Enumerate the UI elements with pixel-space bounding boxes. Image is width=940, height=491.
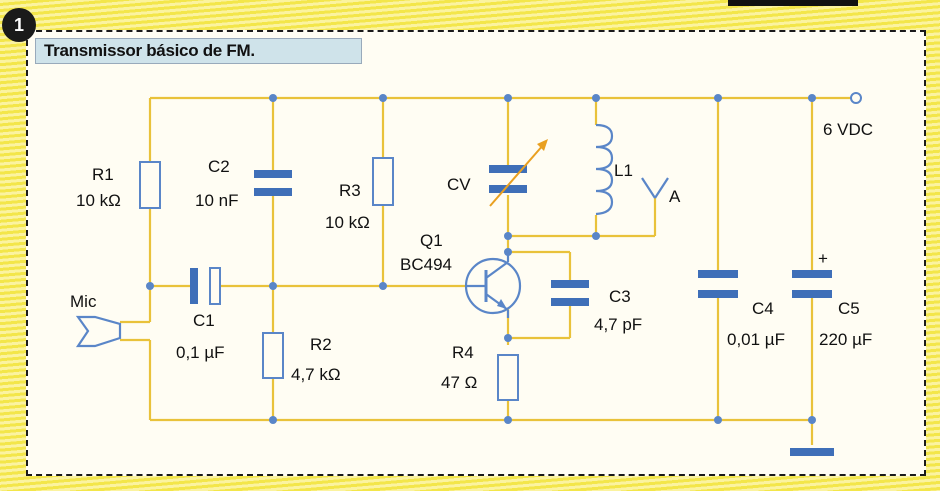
c5-plate-bottom — [792, 290, 832, 298]
title-box — [35, 38, 362, 64]
figure-title: Transmissor básico de FM. — [44, 41, 255, 60]
q1-value: BC494 — [400, 255, 452, 274]
c1-value: 0,1 µF — [176, 343, 225, 362]
r1-resistor — [139, 161, 161, 209]
c4-plate-bottom — [698, 290, 738, 298]
mic-symbol — [75, 315, 122, 348]
antenna-symbol — [641, 177, 669, 199]
c1-plate-left — [190, 268, 198, 304]
wires — [120, 96, 852, 445]
c1-label: C1 — [193, 311, 215, 330]
q1-transistor — [464, 252, 522, 318]
r2-resistor — [262, 332, 284, 379]
c3-plate-top — [551, 280, 589, 288]
c4-value: 0,01 µF — [727, 330, 785, 349]
cv-label: CV — [447, 175, 471, 194]
c4-label: C4 — [752, 299, 774, 318]
c3-plate-bottom — [551, 298, 589, 306]
c4-plate-top — [698, 270, 738, 278]
r2-label: R2 — [310, 335, 332, 354]
c5-polarity: + — [818, 249, 828, 268]
figure-number-badge: 1 — [2, 8, 36, 42]
antenna-label: A — [669, 187, 681, 206]
c2-label: C2 — [208, 157, 230, 176]
l1-label: L1 — [614, 161, 633, 180]
ground-symbol — [790, 448, 834, 456]
c3-label: C3 — [609, 287, 631, 306]
c2-plate-bottom — [254, 188, 292, 196]
cv-variable-capacitor — [489, 139, 548, 207]
top-decoration-bar — [728, 0, 858, 6]
r3-value: 10 kΩ — [325, 213, 370, 232]
c5-value: 220 µF — [819, 330, 872, 349]
l1-inductor — [595, 123, 614, 216]
c3-value: 4,7 pF — [594, 315, 642, 334]
c2-value: 10 nF — [195, 191, 238, 210]
supply-label: 6 VDC — [823, 120, 873, 139]
r3-label: R3 — [339, 181, 361, 200]
r1-value: 10 kΩ — [76, 191, 121, 210]
c2-plate-top — [254, 170, 292, 178]
supply-terminal — [850, 92, 862, 104]
c1-plate-right — [209, 267, 221, 305]
r2-value: 4,7 kΩ — [291, 365, 341, 384]
q1-label: Q1 — [420, 231, 443, 250]
r4-label: R4 — [452, 343, 474, 362]
c5-label: C5 — [838, 299, 860, 318]
diagram-frame — [26, 30, 926, 476]
r4-resistor — [497, 354, 519, 401]
r3-resistor — [372, 157, 394, 206]
c5-plate-top — [792, 270, 832, 278]
mic-label: Mic — [70, 292, 97, 311]
r4-value: 47 Ω — [441, 373, 477, 392]
r1-label: R1 — [92, 165, 114, 184]
junction-nodes — [146, 94, 816, 424]
